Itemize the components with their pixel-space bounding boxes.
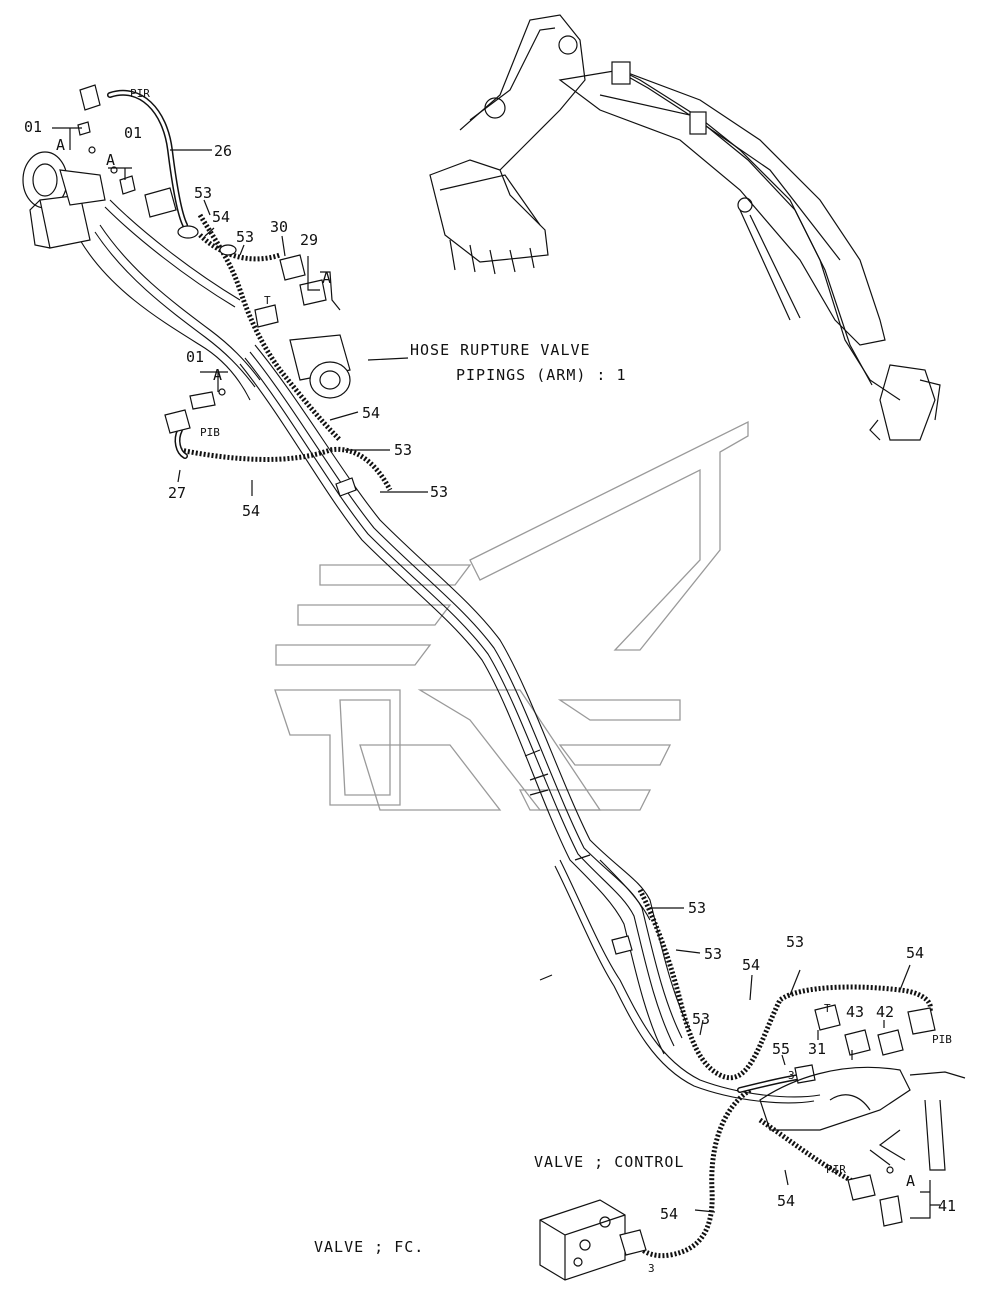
marker-pib: PIB: [932, 1033, 952, 1046]
callout-27: 27: [168, 484, 186, 502]
callout-54: 54: [660, 1205, 678, 1223]
caption-hose-rupture-line1: HOSE RUPTURE VALVE: [410, 341, 591, 359]
marker-a: A: [906, 1172, 915, 1190]
marker-a: A: [322, 269, 331, 287]
callout-01: 01: [186, 348, 204, 366]
marker-a: A: [106, 151, 115, 169]
caption-hose-rupture-line2: PIPINGS (ARM) : 1: [456, 366, 627, 384]
boom-valve-assembly: [22, 84, 351, 434]
callout-54: 54: [362, 404, 380, 422]
callout-01: 01: [24, 118, 42, 136]
callout-41: 41: [938, 1197, 956, 1215]
watermark-logo: [274, 420, 749, 811]
callout-54: 54: [242, 502, 260, 520]
callout-53: 53: [430, 483, 448, 501]
marker-pir: PIR: [130, 87, 150, 100]
callout-53: 53: [394, 441, 412, 459]
callout-53: 53: [704, 945, 722, 963]
callout-53: 53: [236, 228, 254, 246]
caption-valve-control: VALVE ; CONTROL: [534, 1153, 684, 1171]
marker-pir: PIR: [826, 1163, 846, 1176]
control-valve-assembly: [539, 1004, 966, 1281]
callout-54: 54: [777, 1192, 795, 1210]
marker-pib: PIB: [200, 426, 220, 439]
leader-lines: [52, 127, 940, 1219]
marker-a: A: [56, 136, 65, 154]
callout-55: 55: [772, 1040, 790, 1058]
marker-3: 3: [788, 1069, 795, 1082]
pipe-bundle: [79, 199, 821, 1104]
callout-53: 53: [786, 933, 804, 951]
plain-hoses: [107, 89, 808, 1093]
marker-t: T: [264, 294, 271, 307]
callout-42: 42: [876, 1003, 894, 1021]
callout-54: 54: [906, 944, 924, 962]
excavator-arm-overview: [429, 14, 941, 441]
marker-a: A: [213, 366, 222, 384]
callout-54: 54: [212, 208, 230, 226]
callout-30: 30: [270, 218, 288, 236]
callout-53: 53: [692, 1010, 710, 1028]
callout-54: 54: [742, 956, 760, 974]
callout-43: 43: [846, 1003, 864, 1021]
marker-3: 3: [648, 1262, 655, 1275]
marker-t: T: [824, 1002, 831, 1015]
callout-53: 53: [194, 184, 212, 202]
callout-26: 26: [214, 142, 232, 160]
callout-53: 53: [688, 899, 706, 917]
caption-valve-fc: VALVE ; FC.: [314, 1238, 424, 1256]
callout-01: 01: [124, 124, 142, 142]
callout-29: 29: [300, 231, 318, 249]
callout-31: 31: [808, 1040, 826, 1058]
